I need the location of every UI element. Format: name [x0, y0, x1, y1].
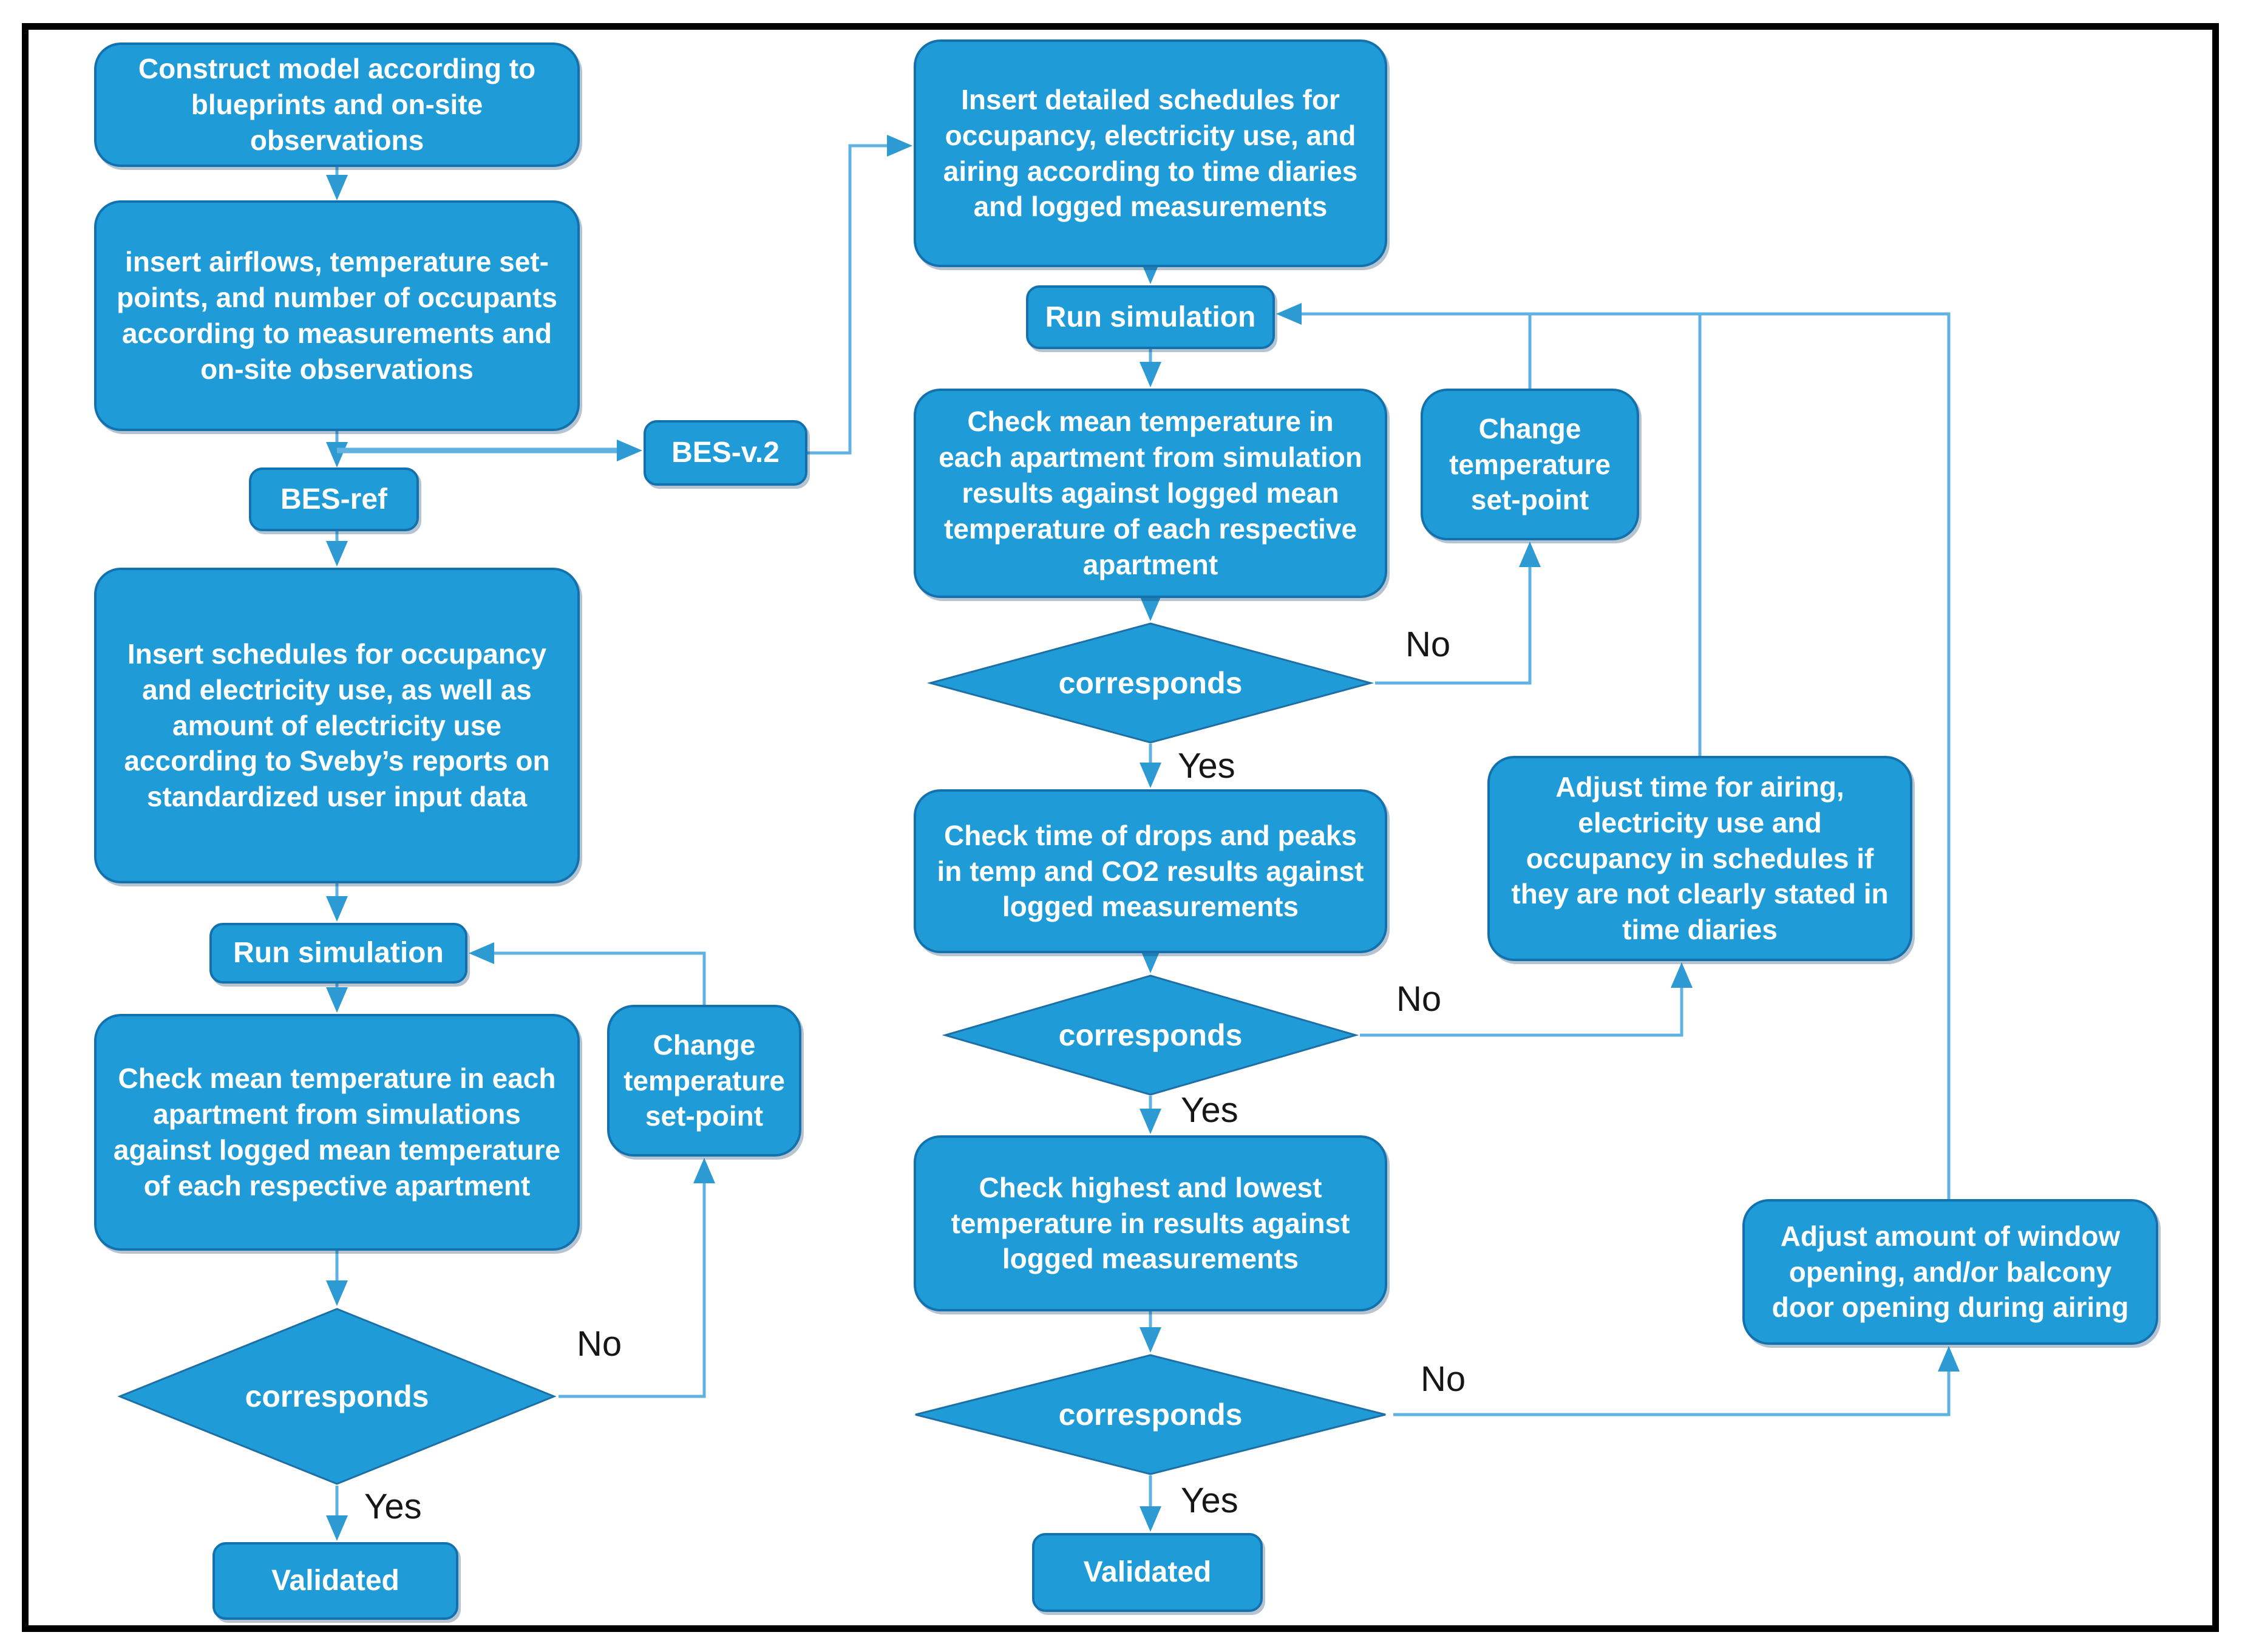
node-label: Change temperature set-point	[1449, 412, 1611, 516]
node-label: BES-ref	[280, 483, 388, 515]
node-label: Insert detailed schedules for occupancy,…	[943, 83, 1358, 223]
node-insert-detailed: Insert detailed schedules for occupancy,…	[914, 39, 1387, 267]
node-bes-ref: BES-ref	[249, 467, 419, 531]
node-label: Construct model according to blueprints …	[138, 53, 536, 156]
decision-corresponds-left: corresponds	[115, 1307, 559, 1486]
label-yes-1: Yes	[1178, 746, 1235, 786]
label-no-1: No	[1405, 625, 1451, 664]
label-yes-2: Yes	[1181, 1090, 1238, 1130]
node-adjust-time-airing: Adjust time for airing, electricity use …	[1487, 756, 1912, 961]
node-check-highest-lowest: Check highest and lowest temperature in …	[914, 1135, 1387, 1311]
decision-corresponds-1: corresponds	[926, 622, 1375, 744]
arrow-diamond1-no-change1	[559, 1158, 715, 1398]
node-label: Check time of drops and peaks in temp an…	[937, 819, 1364, 923]
arrow-diamond4-no-adjustwindow	[1393, 1346, 1960, 1416]
label-no-2: No	[1396, 979, 1442, 1019]
node-insert-airflows: insert airflows, temperature set-points,…	[94, 200, 580, 431]
arrow-change1-to-runsim1	[469, 942, 706, 1005]
node-label: Validated	[271, 1565, 399, 1597]
label-no-3: No	[1421, 1359, 1466, 1399]
node-label: Adjust amount of window opening, and/or …	[1772, 1220, 2129, 1324]
node-label: Adjust time for airing, electricity use …	[1511, 770, 1889, 946]
node-adjust-window: Adjust amount of window opening, and/or …	[1742, 1199, 2158, 1345]
arrow-feedback-to-runsim2	[1276, 303, 1951, 1199]
node-label: Insert schedules for occupancy and elect…	[124, 637, 550, 813]
node-construct-model: Construct model according to blueprints …	[94, 42, 580, 167]
node-label: Run simulation	[1045, 301, 1256, 333]
node-label: corresponds	[1058, 666, 1243, 700]
node-label: Change temperature set-point	[623, 1028, 785, 1132]
node-validated-right: Validated	[1032, 1533, 1263, 1612]
node-check-time-drops: Check time of drops and peaks in temp an…	[914, 789, 1387, 953]
node-label: Run simulation	[233, 937, 444, 970]
label-yes-3: Yes	[1181, 1481, 1238, 1520]
node-change-setpoint-right: Change temperature set-point	[1421, 389, 1639, 540]
node-label: insert airflows, temperature set-points,…	[117, 246, 557, 385]
arrow-diamond2-no-change2	[1375, 542, 1541, 685]
node-label: corresponds	[245, 1379, 429, 1413]
node-check-mean-right: Check mean temperature in each apartment…	[914, 389, 1387, 598]
node-label: Check mean temperature in each apartment…	[113, 1062, 561, 1202]
label-no-left: No	[577, 1324, 622, 1364]
node-validated-left: Validated	[212, 1542, 458, 1620]
node-run-simulation-left: Run simulation	[209, 923, 467, 984]
node-label: Check mean temperature in each apartment…	[939, 406, 1362, 580]
node-label: Validated	[1083, 1556, 1212, 1589]
arrow-diamond3-no-adjusttime	[1360, 962, 1693, 1037]
node-change-setpoint-left: Change temperature set-point	[607, 1005, 801, 1157]
label-yes-left: Yes	[364, 1487, 422, 1526]
arrow-besv2-to-detailed	[807, 135, 912, 455]
node-label: corresponds	[1058, 1018, 1243, 1052]
node-run-simulation-right: Run simulation	[1026, 285, 1275, 349]
decision-corresponds-2: corresponds	[941, 974, 1360, 1096]
node-check-mean-left: Check mean temperature in each apartment…	[94, 1014, 580, 1251]
figure-border	[22, 23, 2219, 1632]
node-label: BES-v.2	[671, 437, 780, 469]
node-label: Check highest and lowest temperature in …	[951, 1171, 1350, 1275]
node-insert-schedules: Insert schedules for occupancy and elect…	[94, 568, 580, 883]
node-bes-v2: BES-v.2	[644, 420, 807, 486]
node-label: corresponds	[1058, 1398, 1243, 1432]
decision-corresponds-3: corresponds	[911, 1354, 1390, 1475]
